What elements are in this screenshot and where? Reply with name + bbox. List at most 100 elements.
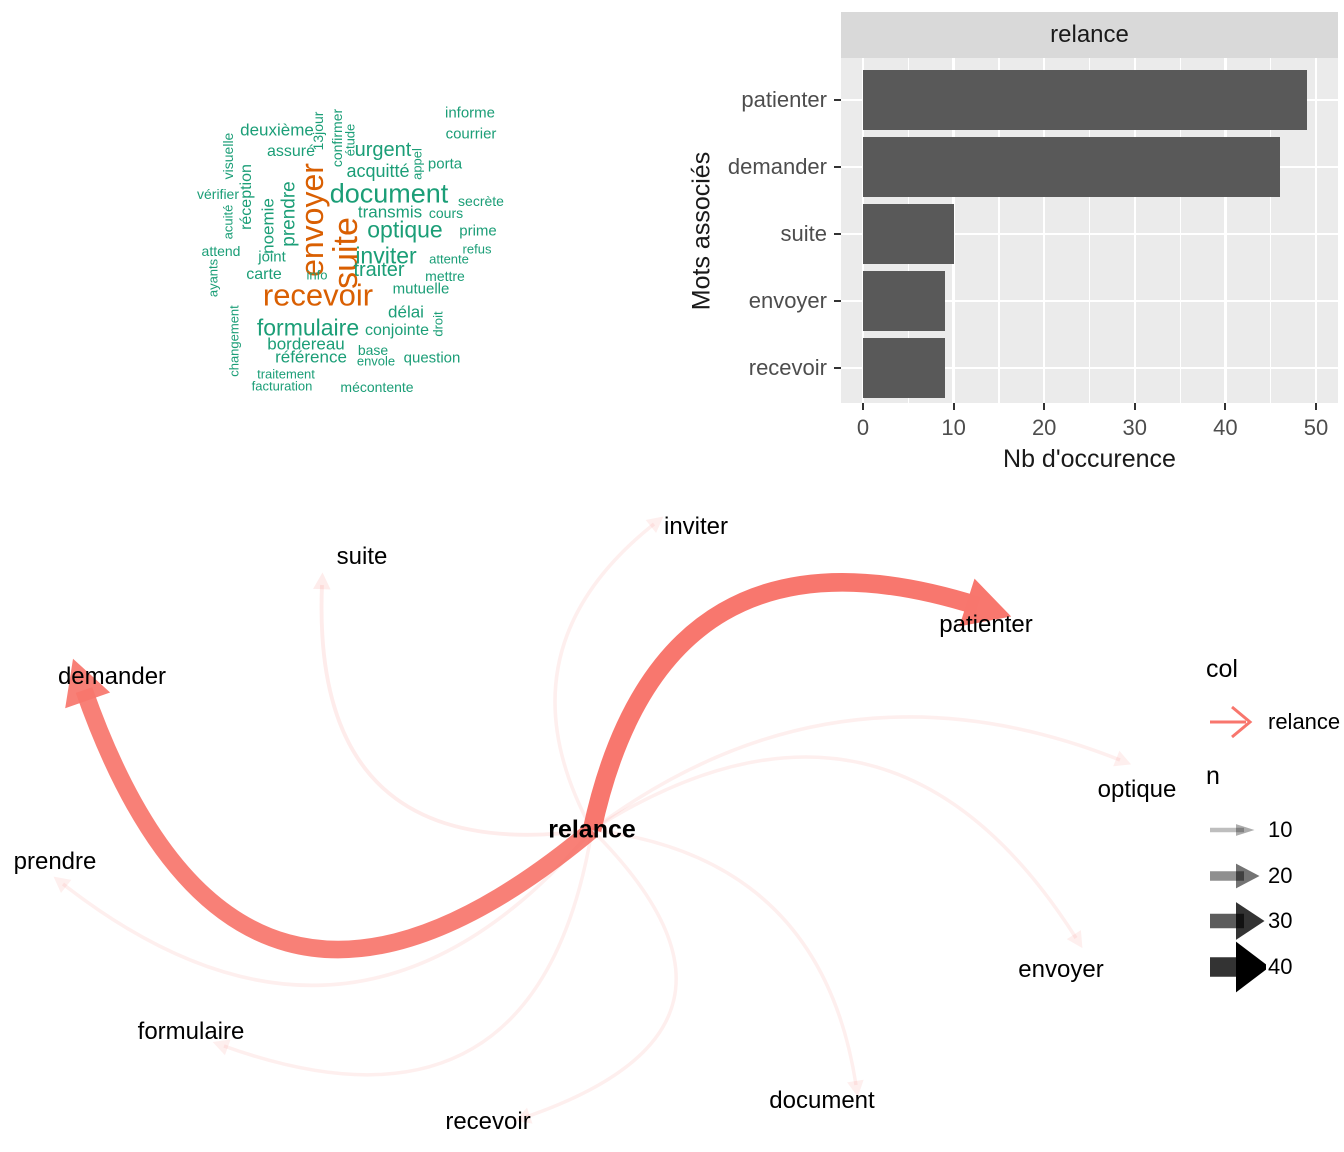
- x-axis-title: Nb d'occurence: [1003, 445, 1176, 473]
- wordcloud-word: délai: [388, 302, 424, 322]
- network-center-node: relance: [548, 815, 636, 844]
- wordcloud-word: courrier: [445, 125, 497, 143]
- x-tick-label: 30: [1122, 415, 1148, 440]
- legend-n-item-label: 20: [1268, 863, 1293, 888]
- gridline-major: [1133, 58, 1136, 403]
- gridline-major: [1314, 58, 1318, 403]
- edge-relance-inviter: [553, 522, 656, 831]
- network-node-optique: optique: [1097, 776, 1177, 803]
- bar-demander: [863, 137, 1280, 197]
- wordcloud-word: prime: [459, 222, 497, 240]
- y-tick: [834, 166, 841, 168]
- gridline-major: [861, 58, 865, 403]
- wordcloud-word: refus: [462, 241, 492, 257]
- x-tick-label: 40: [1213, 415, 1238, 440]
- wordcloud-word: traiter: [353, 259, 405, 281]
- edge-relance-document: [591, 828, 858, 1086]
- x-tick-label: 0: [856, 415, 870, 440]
- x-tick: [1043, 403, 1046, 410]
- edge-relance-recevoir: [525, 828, 678, 1119]
- wordcloud-word: info: [306, 267, 328, 283]
- wordcloud-word: question: [403, 349, 461, 367]
- wordcloud-word: urgent: [354, 139, 412, 161]
- x-tick: [952, 403, 955, 410]
- legend-n-title: n: [1206, 762, 1220, 790]
- bar-suite: [863, 204, 954, 264]
- legend-n-glyph-10: [1210, 824, 1255, 836]
- legend-n-item-label: 30: [1268, 908, 1293, 933]
- legend-n-item-label: 10: [1268, 817, 1293, 842]
- edge-relance-optique: [590, 715, 1121, 832]
- network-node-patienter: patienter: [939, 611, 1033, 638]
- x-tick: [1133, 403, 1136, 410]
- legend-n-item-label: 40: [1268, 954, 1293, 979]
- wordcloud-word: base: [357, 342, 389, 358]
- edge-arrowhead-formulaire: [212, 1039, 231, 1056]
- y-tick: [834, 99, 841, 101]
- wordcloud-word: inviter: [355, 242, 417, 269]
- y-tick: [834, 300, 841, 302]
- wordcloud-word: traitement: [257, 366, 315, 382]
- gridline-minor: [998, 58, 1000, 403]
- edge-arrowhead-patienter: [959, 578, 1012, 627]
- x-tick: [862, 403, 864, 410]
- plot-panel: [841, 58, 1338, 403]
- network-node-demander: demander: [57, 663, 167, 690]
- edge-relance-patienter: [582, 572, 981, 832]
- wordcloud-word: document: [329, 178, 449, 209]
- edge-arrowhead-suite: [313, 572, 331, 590]
- edge-relance-prendre: [61, 828, 594, 988]
- gridline-minor: [1179, 58, 1181, 403]
- wordcloud-word: deuxième: [240, 120, 314, 140]
- bar-patienter: [863, 70, 1307, 130]
- facet-strip-label: relance: [1050, 21, 1129, 48]
- edge-relance-demander: [75, 687, 598, 959]
- gridline-major: [1043, 58, 1046, 403]
- y-tick: [834, 367, 841, 369]
- y-tick-label: demander: [727, 154, 827, 179]
- x-tick: [1224, 403, 1227, 410]
- x-tick-label: 10: [941, 415, 966, 440]
- network-node-inviter: inviter: [663, 513, 729, 540]
- legend-n-glyph-30: [1210, 902, 1265, 940]
- wordcloud-word: facturation: [251, 378, 313, 394]
- facet-strip: relance: [841, 12, 1338, 58]
- y-tick-label: patienter: [741, 87, 827, 112]
- legend-relance-arrow-icon: [1210, 705, 1253, 739]
- edge-relance-formulaire: [223, 829, 594, 1077]
- gridline-minor: [1088, 58, 1091, 403]
- edge-arrowhead-envoyer: [1066, 930, 1083, 949]
- y-tick-label: recevoir: [748, 355, 827, 380]
- wordcloud-word: attente: [429, 251, 469, 267]
- x-tick: [1315, 403, 1317, 410]
- network-node-prendre: prendre: [13, 848, 97, 875]
- wordcloud-word: mettre: [425, 268, 465, 284]
- edge-relance-suite: [319, 584, 593, 837]
- gridline-minor: [1270, 58, 1272, 403]
- x-tick-label: 20: [1031, 415, 1057, 440]
- bar-envoyer: [863, 271, 945, 331]
- legend-col-item-label: relance: [1268, 709, 1341, 734]
- wordcloud-word: carte: [246, 266, 282, 283]
- wordcloud-word: assuré: [266, 143, 316, 160]
- wordcloud-word: référence: [275, 347, 347, 367]
- wordcloud-word: envole: [356, 353, 396, 369]
- wordcloud-word: bordereau: [267, 334, 345, 354]
- edge-arrowhead-inviter: [645, 516, 664, 534]
- edge-arrowhead-demander: [65, 658, 111, 709]
- wordcloud-word: conjointe: [364, 322, 430, 339]
- wordcloud-word: recevoir: [262, 277, 374, 313]
- network-node-formulaire: formulaire: [137, 1018, 245, 1045]
- wordcloud-word: formulaire: [256, 314, 360, 341]
- network-node-recevoir: recevoir: [445, 1108, 531, 1135]
- legend-n-glyph-20: [1210, 863, 1260, 889]
- wordcloud-word: mécontente: [340, 379, 414, 395]
- edge-arrowhead-document: [847, 1079, 864, 1097]
- x-tick-label: 50: [1303, 415, 1329, 440]
- network-node-envoyer: envoyer: [1018, 956, 1104, 983]
- edge-arrowhead-optique: [1113, 750, 1132, 767]
- wordcloud-word: transmis: [357, 202, 423, 222]
- y-tick-label: envoyer: [748, 288, 827, 313]
